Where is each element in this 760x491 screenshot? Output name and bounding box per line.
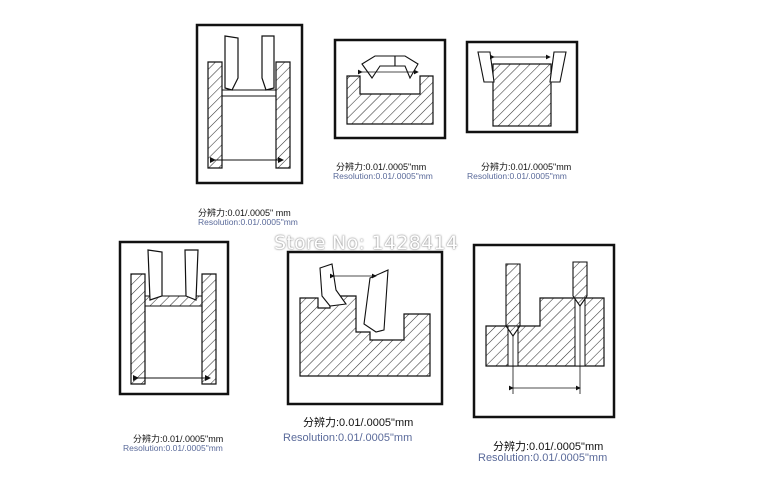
caption-5-cn: 分辨力:0.01/.0005"mm	[303, 417, 414, 429]
caption-6-en: Resolution:0.01/.0005"mm	[478, 452, 608, 464]
panel-1-diagram	[195, 23, 304, 185]
panel-5-diagram	[286, 250, 444, 406]
panel-6-diagram	[472, 243, 616, 419]
store-watermark: Store No: 1428414	[274, 232, 459, 254]
caption-2-en: Resolution:0.01/.0005"mm	[333, 171, 433, 181]
caption-3-cn: 分辨力:0.01/.0005"mm	[481, 162, 572, 172]
panel-1-frame	[195, 23, 304, 185]
caption-5-en: Resolution:0.01/.0005"mm	[283, 432, 413, 444]
panel-2-frame	[333, 38, 447, 140]
caption-6-cn: 分辨力:0.01/.0005"mm	[493, 441, 604, 453]
caption-2-cn: 分辨力:0.01/.0005"mm	[336, 162, 427, 172]
panel-2-diagram	[333, 38, 447, 140]
caption-1-en: Resolution:0.01/.0005"mm	[198, 217, 298, 227]
panel-4-diagram	[118, 240, 230, 396]
caption-3-en: Resolution:0.01/.0005"mm	[467, 171, 567, 181]
panel-3-frame	[465, 40, 579, 134]
caption-4-cn: 分辨力:0.01/.0005"mm	[133, 434, 224, 444]
panel-3-diagram	[465, 40, 579, 134]
caption-4-en: Resolution:0.01/.0005"mm	[123, 443, 223, 453]
caption-1-cn: 分辨力:0.01/.0005" mm	[198, 208, 291, 218]
panel-6-frame	[472, 243, 616, 419]
panel-4-frame	[118, 240, 230, 396]
panel-5-frame	[286, 250, 444, 406]
